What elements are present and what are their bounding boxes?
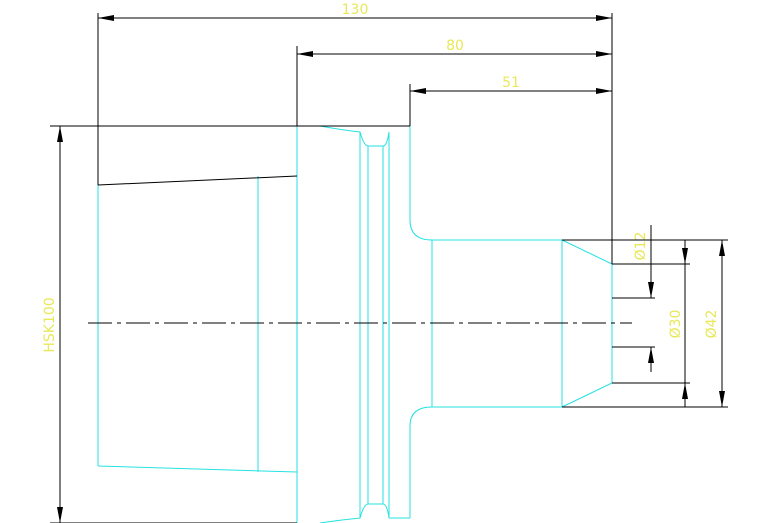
fillet-top xyxy=(409,219,433,241)
arrow-51-right xyxy=(596,88,612,94)
arrow-130-right xyxy=(596,15,612,21)
arrow-51-left xyxy=(410,88,426,94)
groove-bottom xyxy=(359,503,390,519)
dim-label-bore-diameter: Ø12 xyxy=(633,232,649,261)
dimension-lines xyxy=(50,13,728,523)
taper-top-edge xyxy=(97,175,298,186)
groove-top xyxy=(359,131,390,147)
arrow-80-left xyxy=(297,51,313,57)
flange-chamfer xyxy=(297,125,361,523)
arrow-130-left xyxy=(98,15,114,21)
dim-label-hsk100: HSK100 xyxy=(42,297,58,352)
fillet-bottom xyxy=(409,406,433,427)
arrow-12-top xyxy=(648,282,654,298)
arrow-42-top xyxy=(719,240,725,256)
arrow-hsk-top xyxy=(57,126,63,142)
arrow-80-right xyxy=(596,51,612,57)
dimension-labels: 130 80 51 HSK100 Ø12 Ø30 Ø42 xyxy=(42,2,720,353)
arrow-12-bottom xyxy=(648,347,654,363)
taper-bottom-edge xyxy=(97,465,298,473)
dim-label-130: 130 xyxy=(342,2,369,18)
nose-taper-top xyxy=(561,239,613,265)
arrow-30-bottom xyxy=(682,383,688,399)
dim-label-shank-diameter: Ø42 xyxy=(704,310,720,339)
part-outline xyxy=(97,125,613,523)
dim-label-51: 51 xyxy=(502,75,520,91)
arrow-30-top xyxy=(682,248,688,264)
nose-taper-bottom xyxy=(561,382,613,408)
arrow-hsk-bottom xyxy=(57,507,63,523)
arrow-42-bottom xyxy=(719,391,725,407)
dim-label-pilot-diameter: Ø30 xyxy=(668,310,684,339)
dim-label-80: 80 xyxy=(446,38,464,54)
